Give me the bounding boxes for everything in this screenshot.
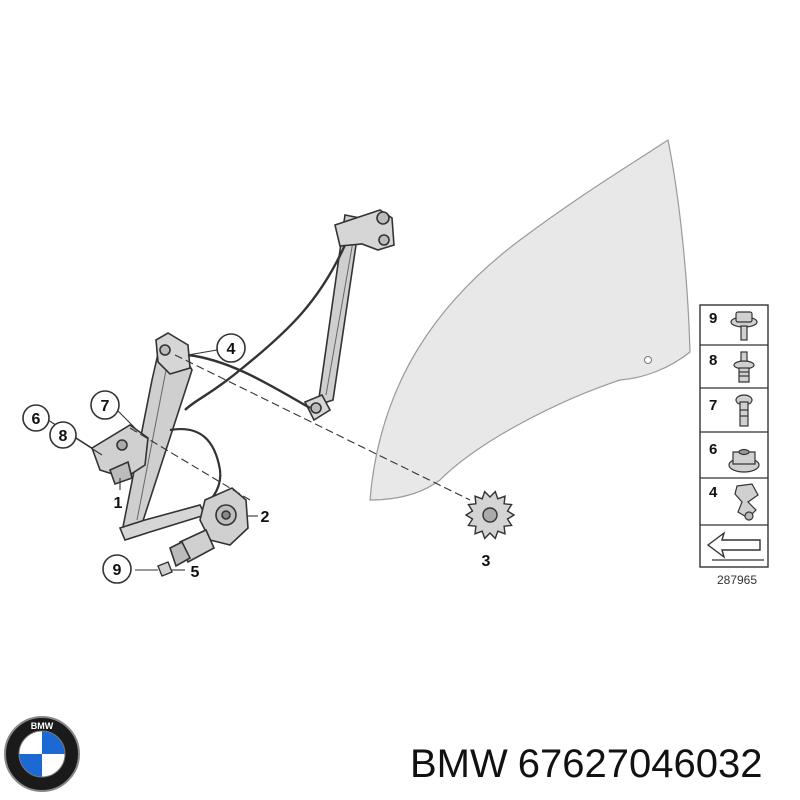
callout-6: 6 [22,404,50,432]
drive-gear [464,490,516,540]
bolt-part-5 [157,561,173,577]
svg-text:6: 6 [32,411,41,428]
bmw-roundel-logo: BMW [4,716,80,792]
clip-icon [734,483,759,521]
svg-text:9: 9 [113,562,122,579]
bmw-roundel-text: BMW [31,721,54,731]
legend-label-8: 8 [709,352,717,369]
label-2: 2 [261,509,270,526]
fastener-legend: 9 8 7 6 4 [699,304,769,568]
part-number: 67627046032 [517,742,763,786]
callout-4: 4 [216,333,246,363]
callout-7: 7 [90,390,120,420]
window-regulator [118,209,395,541]
legend-label-6: 6 [709,441,717,458]
door-glass [369,139,691,501]
regulator-motor [169,487,249,568]
label-5: 5 [191,564,200,581]
callout-8: 8 [49,421,77,449]
direction-arrow-icon [706,531,764,561]
legend-label-9: 9 [709,310,717,327]
brand-name: BMW [410,742,508,786]
svg-text:4: 4 [227,341,236,358]
legend-label-7: 7 [709,397,717,414]
screw-icon [735,394,753,427]
svg-text:8: 8 [59,428,68,445]
label-1: 1 [114,495,123,512]
window-lifter-drive [91,424,149,486]
diagram-number: 287965 [717,573,757,587]
threaded-stud-icon [733,351,755,383]
legend-label-4: 4 [709,484,718,501]
flange-bolt-icon [730,311,758,341]
hex-nut-icon [728,448,760,473]
label-3: 3 [482,553,491,570]
callout-9: 9 [102,554,132,584]
svg-text:7: 7 [101,398,110,415]
